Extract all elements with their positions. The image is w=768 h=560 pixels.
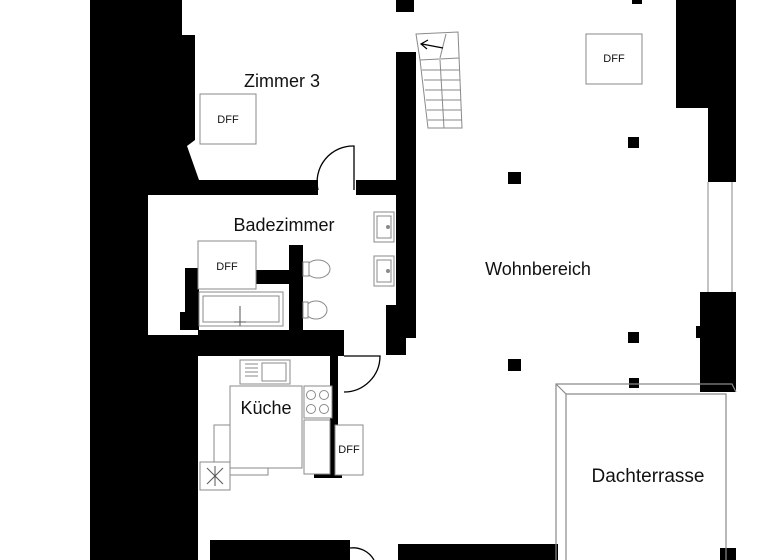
- dff-skylight: DFF: [585, 33, 643, 85]
- kitchen-sink-icon: [239, 359, 291, 385]
- zimmer3-door-swing: [316, 145, 355, 191]
- bathroom-left-bump: [180, 268, 199, 330]
- chimney-icon: [199, 461, 231, 491]
- stair-treads: [419, 33, 462, 129]
- bathtub-icon: [198, 291, 284, 327]
- room-label-badezimmer: Badezimmer: [233, 215, 334, 235]
- dff-skylight: DFF: [334, 424, 364, 476]
- stair-arrow-icon: [419, 39, 444, 50]
- bathroom-bottom-wall: [198, 330, 344, 356]
- dff-label: DFF: [217, 114, 239, 126]
- right-exterior-wall-lower: [700, 292, 736, 392]
- right-exterior-wall-top: [676, 0, 736, 108]
- central-wall: [396, 52, 416, 338]
- dff-skylight: DFF: [199, 93, 257, 145]
- staircase: [415, 31, 463, 129]
- zimmer3-bottom-wall-right: [356, 180, 398, 195]
- toilet-icon: [302, 259, 331, 279]
- walls: [90, 0, 736, 560]
- pillar: [628, 332, 639, 343]
- pillar: [628, 137, 639, 148]
- pillar: [508, 172, 521, 184]
- pillar: [508, 359, 521, 371]
- right-window: [707, 182, 733, 292]
- dachterrasse-outline: [555, 383, 737, 560]
- doors: [316, 145, 381, 560]
- toilet-icon: [302, 300, 328, 320]
- right-exterior-wall-upper: [708, 100, 736, 182]
- dff-skylight: DFF: [197, 240, 257, 290]
- bathroom-partition: [256, 270, 290, 284]
- bottom-wall-right: [720, 548, 736, 560]
- pillar: [629, 378, 639, 388]
- kitchen-fixtures: [199, 359, 333, 491]
- fridge-icon: [303, 419, 331, 475]
- bottom-door-swing: [349, 547, 375, 560]
- zimmer3-bottom-wall: [199, 180, 318, 195]
- room-label-dachterrasse: Dachterrasse: [592, 466, 705, 487]
- bottom-wall-middle: [398, 544, 558, 560]
- left-exterior-wall: [90, 0, 198, 560]
- kitchen-door-swing: [343, 355, 381, 393]
- sink-icon: [373, 211, 395, 243]
- stove-icon: [303, 385, 333, 419]
- dff-label: DFF: [603, 53, 625, 65]
- kitchen-divider-foot: [314, 472, 342, 478]
- room-label-zimmer3: Zimmer 3: [244, 71, 320, 91]
- sink-icon: [373, 255, 395, 287]
- room-label-wohnbereich: Wohnbereich: [485, 259, 591, 279]
- dff-label: DFF: [216, 261, 238, 273]
- kitchen-divider-wall: [330, 356, 338, 476]
- pillar: [696, 326, 706, 338]
- top-wall-stub-right: [632, 0, 642, 4]
- top-wall-stub: [396, 0, 414, 12]
- room-label-kueche: Küche: [240, 398, 291, 418]
- bathroom-partition-vertical: [289, 245, 303, 330]
- zimmer3-slanted-wall: [148, 0, 214, 195]
- bathroom-fixtures: [198, 211, 395, 327]
- bottom-wall-left: [210, 540, 350, 560]
- central-wall-lower: [386, 305, 406, 355]
- dff-label: DFF: [338, 444, 360, 456]
- kitchen-counter: [229, 385, 303, 469]
